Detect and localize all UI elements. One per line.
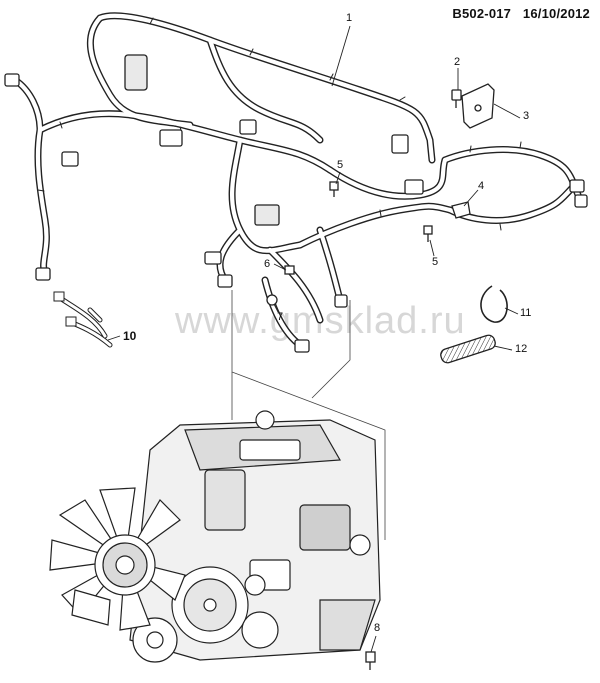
- bracket-part-3: [461, 83, 495, 129]
- clip-part-4: [451, 201, 471, 219]
- callout-3: 3: [523, 110, 530, 122]
- diagram-code: B502-017: [452, 6, 512, 21]
- bolt-part-6: [284, 265, 295, 275]
- sub-harness-part-10: [53, 291, 113, 348]
- leader-lines: [107, 25, 521, 653]
- sleeve-part-12: [440, 334, 496, 364]
- bolt-part-2: [451, 89, 462, 108]
- callout-4: 4: [478, 180, 485, 192]
- callout-8: 8: [374, 622, 381, 634]
- grommet-part-7: [266, 294, 278, 306]
- callout-5-upper: 5: [337, 159, 344, 171]
- callout-10: 10: [123, 329, 137, 343]
- callout-5-lower: 5: [432, 256, 439, 268]
- callout-1: 1: [346, 12, 353, 24]
- bolt-part-8: [365, 651, 376, 670]
- bolt-part-5a: [329, 181, 339, 197]
- callout-6: 6: [264, 258, 271, 270]
- callout-12: 12: [515, 343, 528, 355]
- clamp-part-11: [480, 285, 508, 323]
- callout-7: 7: [277, 311, 284, 323]
- callout-2: 2: [454, 56, 461, 68]
- callout-11: 11: [520, 307, 532, 319]
- diagram-header: B502-017 16/10/2012: [452, 6, 590, 21]
- diagram-date: 16/10/2012: [522, 6, 590, 21]
- engine-wiring-harness: [4, 12, 588, 353]
- position-guide-lines: [231, 290, 386, 540]
- engine-assembly: [49, 410, 381, 663]
- bolt-part-5b: [423, 225, 433, 242]
